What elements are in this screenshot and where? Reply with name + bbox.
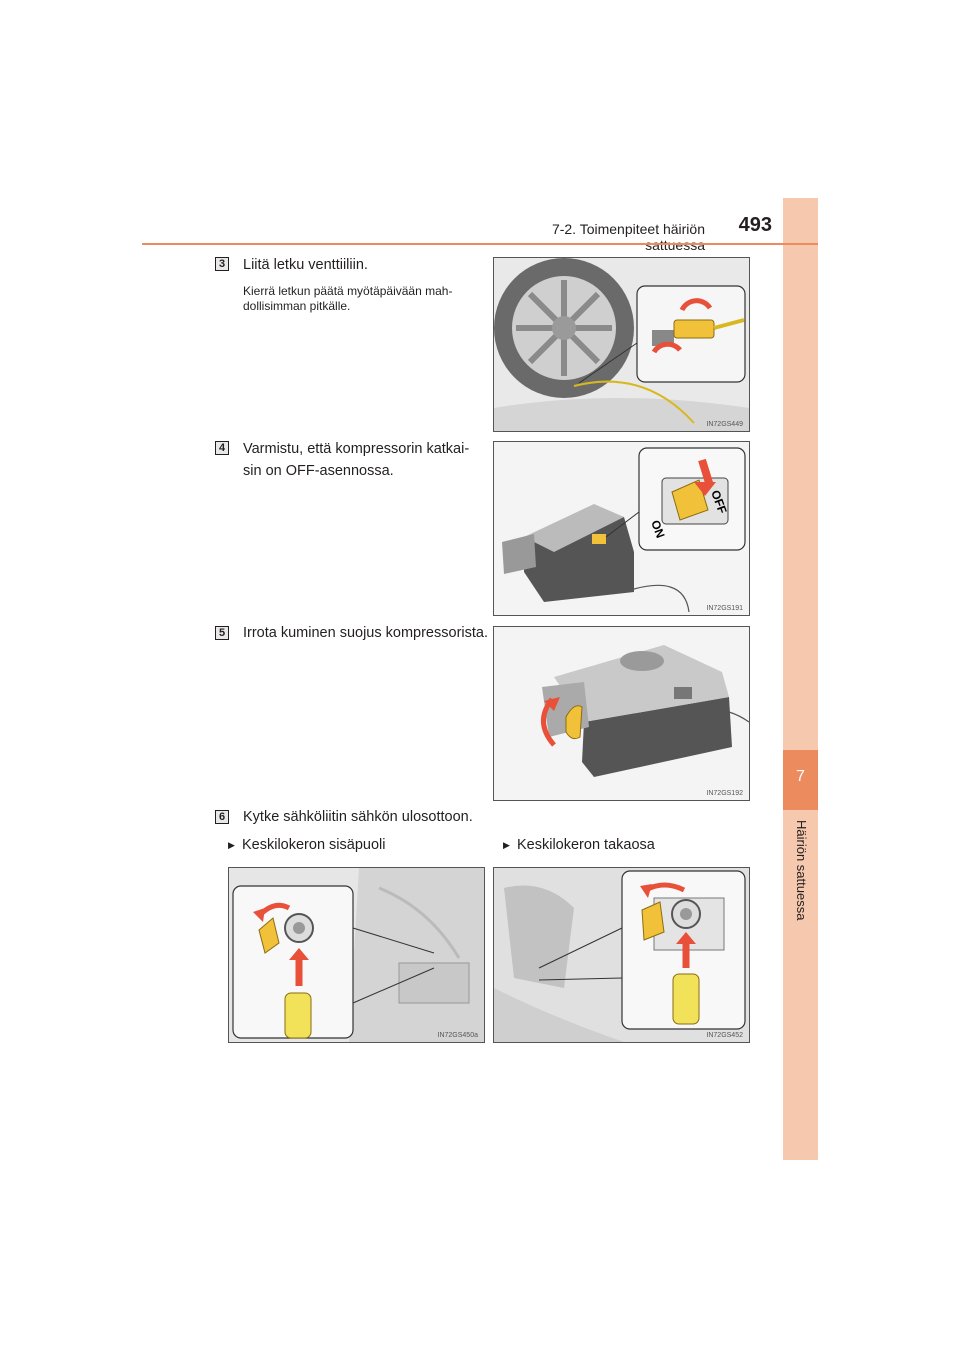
figure-code: IN72GS452 — [706, 1032, 743, 1039]
figure-code: IN72GS450a — [437, 1032, 478, 1039]
step-4-text-line1: Varmistu, että kompressorin katkai- — [243, 441, 470, 457]
chapter-number-tab: 7 — [783, 750, 818, 810]
chapter-title: Häiriön sattuessa — [794, 820, 809, 921]
page-number: 493 — [738, 214, 772, 236]
figure-hose-to-valve: IN72GS449 — [493, 257, 750, 432]
step-3-note: Kierrä letkun päätä myötäpäivään mah-dol… — [243, 284, 453, 313]
figure-code: IN72GS449 — [706, 421, 743, 428]
section-title: 7-2. Toimenpiteet häiriön sattuessa — [551, 221, 705, 253]
figure-socket-inside-console: IN72GS450a — [228, 867, 485, 1043]
chapter-side-tab — [783, 198, 818, 1160]
bullet-triangle-icon: ▶ — [228, 840, 235, 850]
step-number-badge: 4 — [215, 441, 229, 455]
step-6-text: Kytke sähköliitin sähkön ulosottoon. — [243, 809, 473, 825]
option-label-rear: Keskilokeron takaosa — [517, 837, 655, 853]
step-4-text-line2: sin on OFF-asennossa. — [243, 463, 394, 479]
figure-code: IN72GS191 — [706, 605, 743, 612]
figure-socket-rear-console: IN72GS452 — [493, 867, 750, 1043]
chapter-title-vertical: Häiriön sattuessa — [785, 820, 815, 950]
figure-remove-rubber-cap: IN72GS192 — [493, 626, 750, 801]
step-5-text: Irrota kuminen suojus kompressorista. — [243, 625, 488, 641]
step-number-badge: 5 — [215, 626, 229, 640]
step-3-text: Liitä letku venttiiliin. — [243, 257, 368, 273]
option-label-inside: Keskilokeron sisäpuoli — [242, 837, 386, 853]
header-rule — [142, 243, 818, 245]
chapter-number: 7 — [796, 768, 805, 785]
step-number-badge: 3 — [215, 257, 229, 271]
figure-code: IN72GS192 — [706, 790, 743, 797]
bullet-triangle-icon: ▶ — [503, 840, 510, 850]
switch-on-label: ON — [648, 518, 667, 540]
step-number-badge: 6 — [215, 810, 229, 824]
figure-switch-off: OFF ON IN72GS191 — [493, 441, 750, 616]
